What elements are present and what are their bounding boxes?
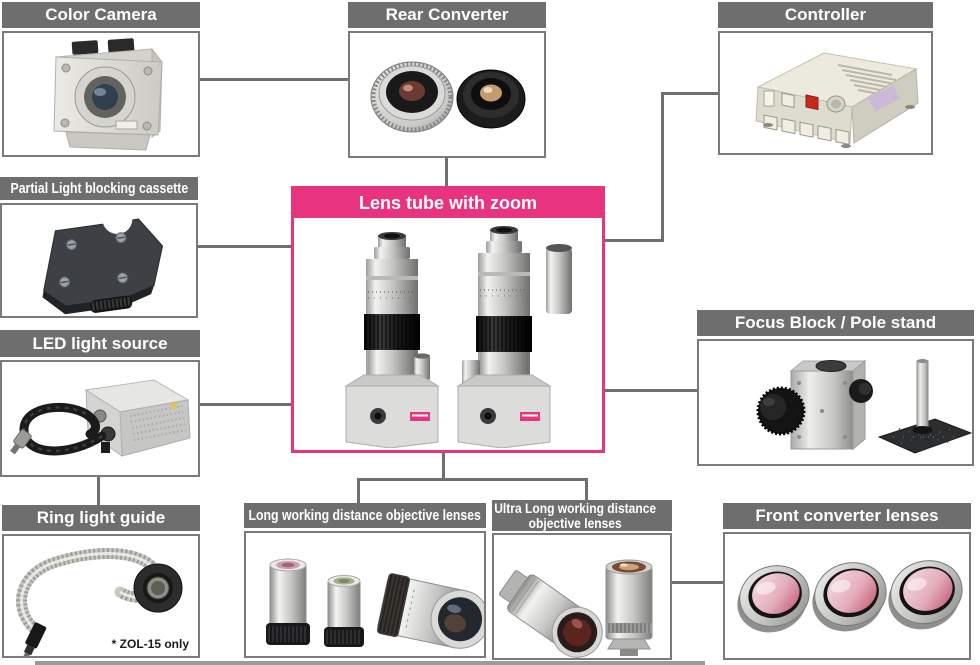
connector-lenstube-controller-v: [661, 92, 664, 242]
led-header: LED light source: [0, 330, 200, 357]
ring-light-body: * ZOL-15 only: [2, 534, 200, 658]
front-converter-body: [723, 532, 971, 660]
node-partial-light-blocking-cassette: Partial Light blocking cassette: [0, 177, 198, 318]
node-color-camera: Color Camera: [2, 2, 200, 157]
connector-trunk-longlenses: [357, 478, 360, 503]
node-rear-converter: Rear Converter: [348, 2, 546, 158]
long-lenses-body: [244, 531, 486, 658]
long-lenses-image: [266, 558, 484, 649]
focus-block-header: Focus Block / Pole stand: [697, 310, 974, 336]
controller-header: Controller: [718, 2, 933, 28]
rear-converter-image: [370, 61, 526, 133]
ultra-lenses-body: [492, 533, 672, 660]
connector-lenstube-controller-h1: [605, 239, 664, 242]
node-led-light-source: LED light source: [0, 330, 200, 477]
connector-ultra-frontconverter: [672, 581, 723, 584]
cassette-image: [42, 205, 164, 315]
front-converter-image: [737, 560, 963, 633]
ring-light-label: Ring light guide: [36, 508, 166, 527]
connector-lenstube-focusblock: [605, 389, 697, 392]
ultra-lenses-header: Ultra Long working distance objective le…: [492, 500, 672, 531]
node-ultra-long-working-distance-objective-lenses: Ultra Long working distance objective le…: [492, 500, 672, 660]
focus-block-label: Focus Block / Pole stand: [734, 313, 937, 332]
led-image: [10, 379, 191, 457]
ring-light-note: * ZOL-15 only: [111, 637, 189, 651]
focus-block-body: [697, 339, 974, 466]
rear-converter-label: Rear Converter: [385, 5, 509, 24]
connector-led-lenstube: [197, 403, 291, 406]
long-lenses-header: Long working distance objective lenses: [244, 503, 486, 528]
cutoff-element-strip: [35, 661, 705, 665]
lens-tube-label: Lens tube with zoom: [359, 193, 537, 213]
color-camera-label: Color Camera: [45, 5, 157, 24]
rear-converter-header: Rear Converter: [348, 2, 546, 28]
controller-image: [755, 52, 919, 148]
led-body: [0, 360, 200, 477]
node-front-converter-lenses: Front converter lenses: [723, 503, 971, 660]
controller-body: [718, 31, 933, 155]
cassette-label: Partial Light blocking cassette: [10, 180, 188, 197]
connector-camera-rearconverter: [200, 78, 348, 81]
ultra-lenses-label: Ultra Long working distance objective le…: [493, 500, 656, 531]
lens-tube-body: [294, 218, 602, 450]
ultra-lenses-image: [498, 559, 653, 658]
connector-led-ringlight: [97, 477, 100, 505]
node-long-working-distance-objective-lenses: Long working distance objective lenses: [244, 503, 486, 658]
node-ring-light-guide: Ring light guide * ZOL-15 only: [2, 505, 200, 658]
rear-converter-body: [348, 31, 546, 158]
color-camera-body: [2, 31, 200, 157]
connector-cassette-lenstube: [197, 245, 291, 248]
led-label: LED light source: [32, 333, 168, 353]
focus-block-image: [756, 359, 972, 454]
long-lenses-label: Long working distance objective lenses: [248, 507, 482, 524]
node-lens-tube-with-zoom: Lens tube with zoom: [291, 186, 605, 453]
connector-lenstube-controller-h2: [661, 92, 718, 95]
color-camera-image: [53, 38, 163, 151]
node-focus-block-pole-stand: Focus Block / Pole stand: [697, 310, 974, 466]
front-converter-label: Front converter lenses: [755, 506, 939, 525]
lens-tube-image: [344, 226, 572, 448]
connector-lenstube-objectives-v: [442, 453, 445, 480]
front-converter-header: Front converter lenses: [723, 503, 971, 529]
lens-tube-header: Lens tube with zoom: [294, 189, 602, 218]
connector-objectives-trunk: [357, 478, 588, 481]
connector-rearconverter-lenstube: [445, 158, 448, 186]
connector-trunk-ultralenses: [585, 478, 588, 500]
color-camera-header: Color Camera: [2, 2, 200, 28]
controller-label: Controller: [784, 5, 867, 24]
cassette-header: Partial Light blocking cassette: [0, 177, 198, 200]
node-controller: Controller: [718, 2, 933, 155]
cassette-body: [0, 203, 198, 318]
ring-light-header: Ring light guide: [2, 505, 200, 531]
ring-light-image: [16, 548, 183, 656]
